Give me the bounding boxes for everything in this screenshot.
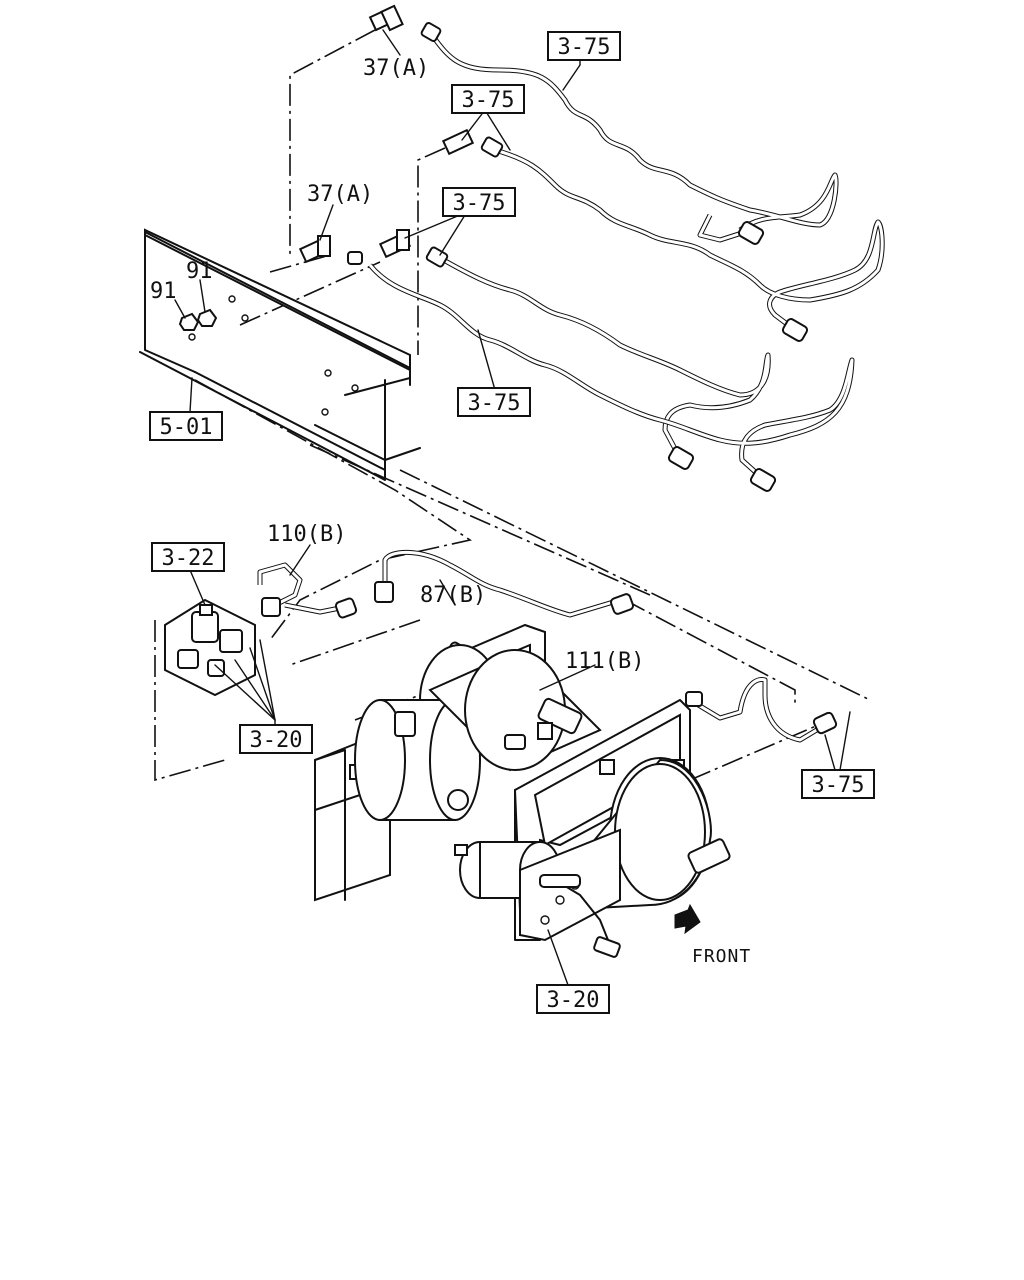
ref-label: 5-01 [160, 415, 213, 440]
ref-label: 3-75 [462, 88, 515, 113]
callout-110b: 110(B) [267, 522, 346, 547]
nuts-91 [178, 308, 218, 331]
valve-assembly [164, 598, 276, 721]
fitting-87b-end [374, 581, 394, 603]
upper-fittings [178, 4, 809, 492]
callout-37a-mid: 37(A) [307, 182, 373, 207]
ref-box-3-75-c: 3-75 [442, 187, 516, 217]
ref-box-3-20-a: 3-20 [239, 724, 313, 754]
front-arrow-icon [674, 903, 701, 935]
ref-box-3-75-a: 3-75 [547, 31, 621, 61]
callout-91-a: 91 [186, 259, 213, 284]
ref-box-3-22: 3-22 [151, 542, 225, 572]
ref-box-3-20-b: 3-20 [536, 984, 610, 1014]
ref-label: 3-75 [812, 773, 865, 798]
ref-label: 3-20 [547, 988, 600, 1013]
nut-top-right [420, 22, 442, 42]
callout-111b: 111(B) [565, 649, 644, 674]
main-unit [314, 623, 731, 958]
ref-box-5-01: 5-01 [149, 411, 223, 441]
frame-crossmember [139, 228, 421, 481]
ref-label: 3-75 [453, 191, 506, 216]
ref-label: 3-75 [468, 391, 521, 416]
union-37a-top [368, 4, 404, 32]
union-mid-right [441, 128, 504, 158]
ref-label: 3-20 [250, 728, 303, 753]
ref-box-3-75-b: 3-75 [451, 84, 525, 114]
leader-lines [174, 29, 851, 986]
pipe-end-fittings [667, 221, 809, 492]
ref-label: 3-75 [558, 35, 611, 60]
callout-87b: 87(B) [420, 583, 486, 608]
union-37a-mid [298, 235, 332, 264]
callout-37a-top: 37(A) [363, 56, 429, 81]
front-label: FRONT [692, 946, 751, 967]
ref-box-3-75-e: 3-75 [801, 769, 875, 799]
callout-91-b: 91 [150, 279, 177, 304]
ref-box-3-75-d: 3-75 [457, 387, 531, 417]
union-center [347, 229, 449, 268]
ref-label: 3-22 [162, 546, 215, 571]
